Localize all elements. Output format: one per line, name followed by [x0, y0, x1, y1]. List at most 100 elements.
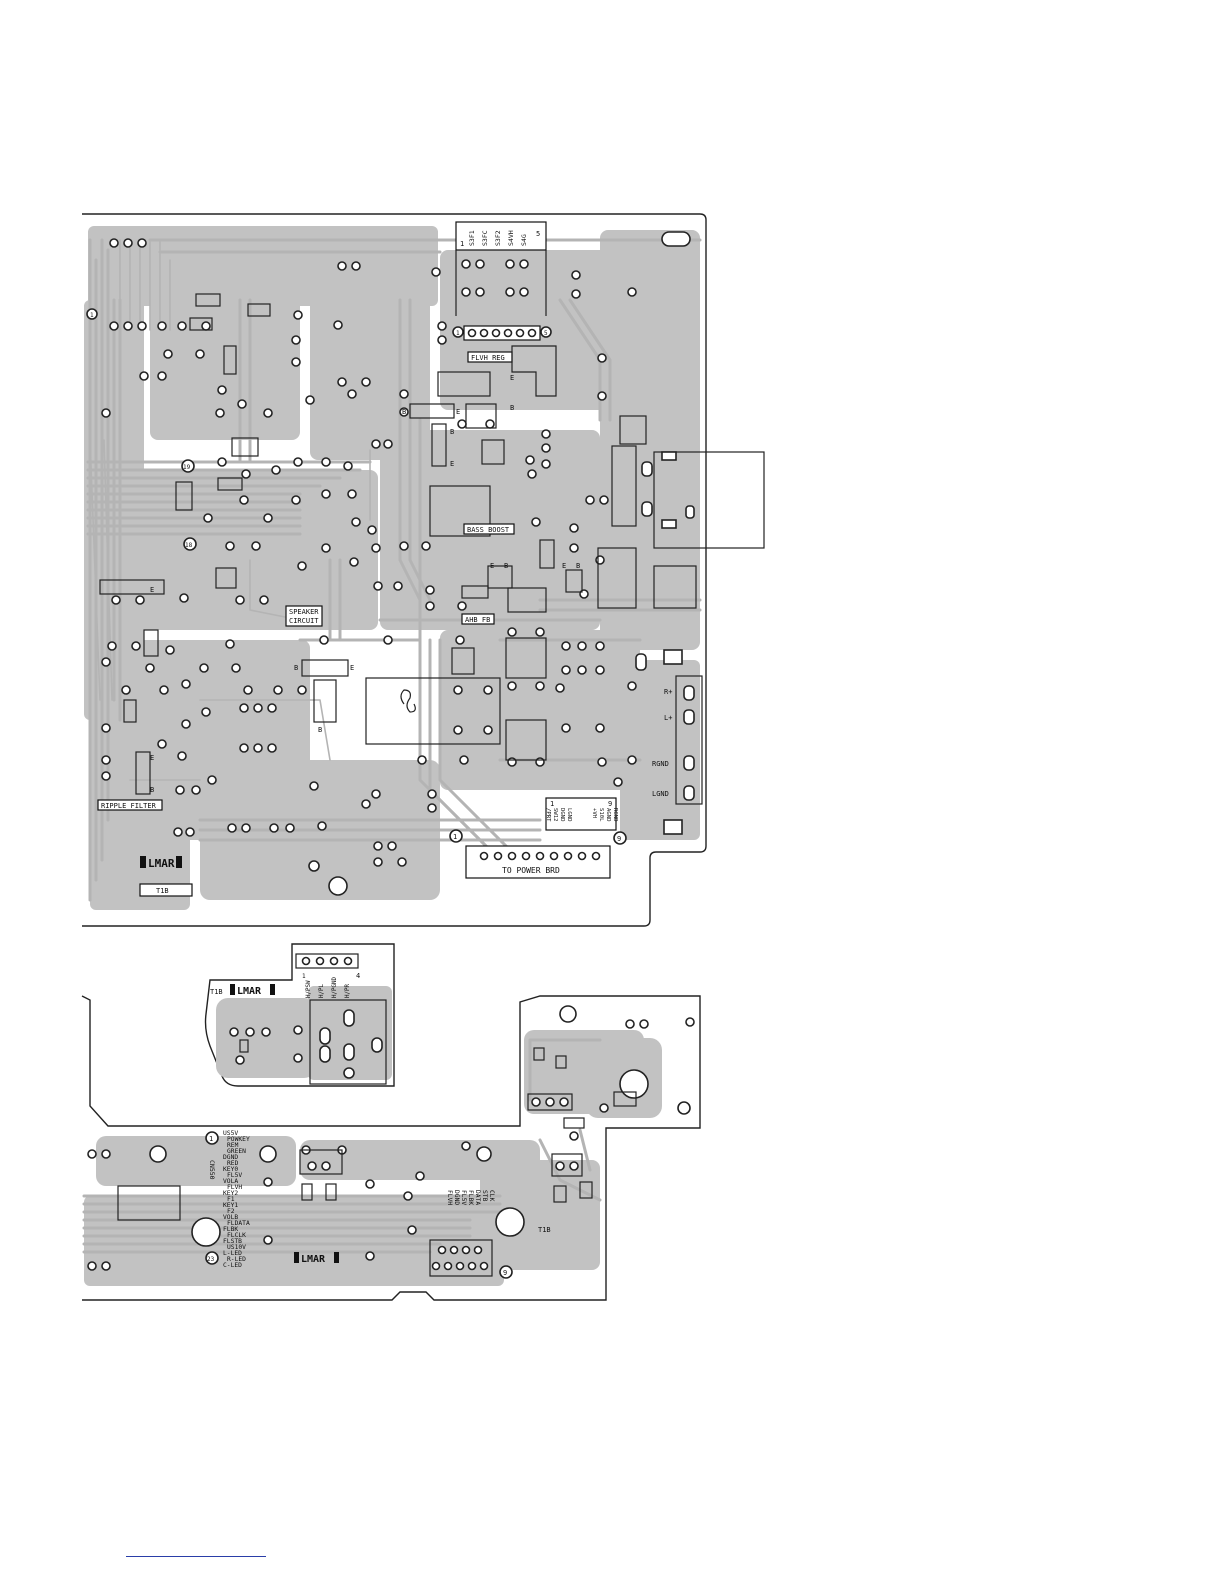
svg-text:9: 9: [617, 835, 621, 843]
front-signal-list-left: US5V POWKEY REM GREEN DGND RED KEY0 FL5V…: [223, 1130, 250, 1269]
sig-s4vh: S4VH: [507, 230, 515, 246]
hp-board-logo: LMAR: [230, 984, 275, 997]
front-board-logo: LMAR: [294, 1252, 339, 1265]
tr-label-e-8: E: [150, 754, 154, 762]
mounting-hole: [677, 1101, 691, 1115]
front-sig-22: C-LED: [223, 1262, 242, 1269]
terminal-rgnd: RGND: [652, 760, 669, 768]
hp-sig-pl: H/PL: [319, 984, 325, 998]
tr-label-b-5: B: [576, 562, 580, 570]
front-sig-11: F1: [227, 1196, 235, 1203]
main-board: 1 5 S3F1 S3FC S3F2 S4VH S4G 1 1 5: [82, 213, 765, 927]
svg-text:CIRCUIT: CIRCUIT: [289, 617, 319, 625]
mounting-hole: [685, 1017, 695, 1027]
pwr-sig-sw12: SW12: [552, 808, 558, 821]
front-sig-19: US10V: [227, 1244, 246, 1251]
marker-1-main: 1: [86, 308, 98, 320]
svg-text:LMAR: LMAR: [301, 1254, 326, 1265]
svg-text:1: 1: [453, 833, 457, 841]
tr-label-e-4: E: [490, 562, 494, 570]
headphone-jack: [309, 999, 387, 1085]
hp-sig-pr: H/PR: [345, 984, 351, 998]
svg-text:FLVH REG: FLVH REG: [471, 354, 505, 362]
marker-5: 5: [540, 326, 552, 338]
svg-text:AHB FB: AHB FB: [465, 616, 490, 624]
mounting-hole: [328, 876, 348, 896]
front-sig-8: VOLA: [223, 1178, 238, 1185]
front-sig-18: FLSTB: [223, 1238, 242, 1245]
front-sig-4: DGND: [223, 1154, 238, 1161]
tr-label-b-2: B: [450, 428, 454, 436]
svg-text:9: 9: [503, 1269, 507, 1277]
footer-rule: [126, 1556, 266, 1557]
power-marker-9: 9: [613, 831, 627, 845]
to-power-brd-connector: TO POWER BRD: [465, 845, 611, 879]
terminal-lgnd: LGND: [652, 790, 669, 798]
front-board: 1 23 9 CN550 US5V POWKEY REM GREEN DGND …: [81, 995, 701, 1301]
tr-label-e-1: E: [456, 408, 460, 416]
power-connector-signals: 1 9 RGND AGND S10L +VH LGND DGND SW12 /P…: [545, 797, 618, 831]
svg-text:23: 23: [207, 1256, 215, 1263]
marker-19: 19: [181, 459, 195, 473]
svg-text:RIPPLE FILTER: RIPPLE FILTER: [101, 802, 157, 810]
pwr-sig-agnd: AGND: [605, 808, 611, 822]
mounting-hole: [559, 1005, 577, 1023]
sig-s3fc: S3FC: [481, 230, 489, 246]
power-marker-1: 1: [449, 829, 463, 843]
front-signal-list-right: CLK STB DATA FLBK FL5V DGND FLVH: [446, 1190, 495, 1205]
mounting-hole: [191, 1217, 221, 1247]
svg-text:LMAR: LMAR: [148, 857, 175, 870]
front-marker-23: 23: [205, 1251, 219, 1265]
bass-boost-label: BASS BOOST: [463, 523, 515, 535]
screw-icon: [308, 860, 320, 872]
front-sig-7: FL5V: [227, 1172, 242, 1179]
tr-label-e-5: E: [562, 562, 566, 570]
front-sig-3: GREEN: [227, 1148, 246, 1155]
terminal-r-plus: R+: [664, 688, 672, 696]
front-rsig-6: FLVH: [446, 1190, 453, 1205]
front-sig-6: KEY0: [223, 1166, 238, 1173]
marker-18: 18: [183, 537, 197, 551]
mounting-hole: [259, 1145, 277, 1163]
front-sig-9: FLVH: [227, 1184, 242, 1191]
volume-knob-hole: [619, 1069, 649, 1099]
power-pin-1: 1: [550, 800, 554, 808]
tr-label-b-6: B: [294, 664, 298, 672]
pwr-sig-lgnd: LGND: [566, 808, 572, 822]
front-board-code: T1B: [538, 1226, 551, 1234]
main-board-logo: LMAR: [140, 856, 182, 870]
front-rsig-1: STB: [481, 1190, 488, 1202]
tr-label-b-1: B: [402, 408, 406, 416]
front-rsig-0: CLK: [488, 1190, 495, 1202]
tr-label-b-4: B: [504, 562, 508, 570]
front-sig-13: F2: [227, 1208, 235, 1215]
marker-1-reg: 1: [452, 326, 464, 338]
main-board-code: T1B: [139, 883, 193, 897]
hp-board-code: T1B: [210, 988, 223, 996]
front-sig-17: FLCLK: [227, 1232, 246, 1239]
front-rsig-3: FLBK: [467, 1190, 474, 1205]
pwr-sig-dgnd: DGND: [559, 808, 565, 822]
hp-sig-psw: H/PSW: [306, 980, 312, 998]
front-marker-1: 1: [205, 1131, 219, 1145]
svg-text:SPEAKER: SPEAKER: [289, 608, 319, 616]
ripple-filter-label: RIPPLE FILTER: [97, 799, 163, 811]
svg-text:18: 18: [185, 542, 193, 549]
svg-text:1: 1: [456, 330, 460, 337]
tr-label-b-8: B: [150, 786, 154, 794]
svg-text:1: 1: [209, 1135, 213, 1143]
svg-text:T1B: T1B: [156, 887, 169, 895]
svg-text:TO POWER BRD: TO POWER BRD: [502, 866, 560, 875]
pwr-sig-vh: +VH: [591, 808, 597, 818]
front-sig-12: KEY1: [223, 1202, 238, 1209]
front-sig-21: R-LED: [227, 1256, 246, 1263]
svg-text:LMAR: LMAR: [237, 986, 262, 997]
hp-pin-1: 1: [302, 973, 306, 980]
front-rsig-4: FL5V: [460, 1190, 467, 1205]
top-connector: 1 5 S3F1 S3FC S3F2 S4VH S4G: [455, 221, 547, 316]
pwr-sig-prt: /PRT: [545, 808, 551, 822]
svg-text:19: 19: [183, 464, 191, 471]
top-connector-pin-1: 1: [460, 240, 464, 248]
tr-label-e-6: E: [150, 586, 154, 594]
